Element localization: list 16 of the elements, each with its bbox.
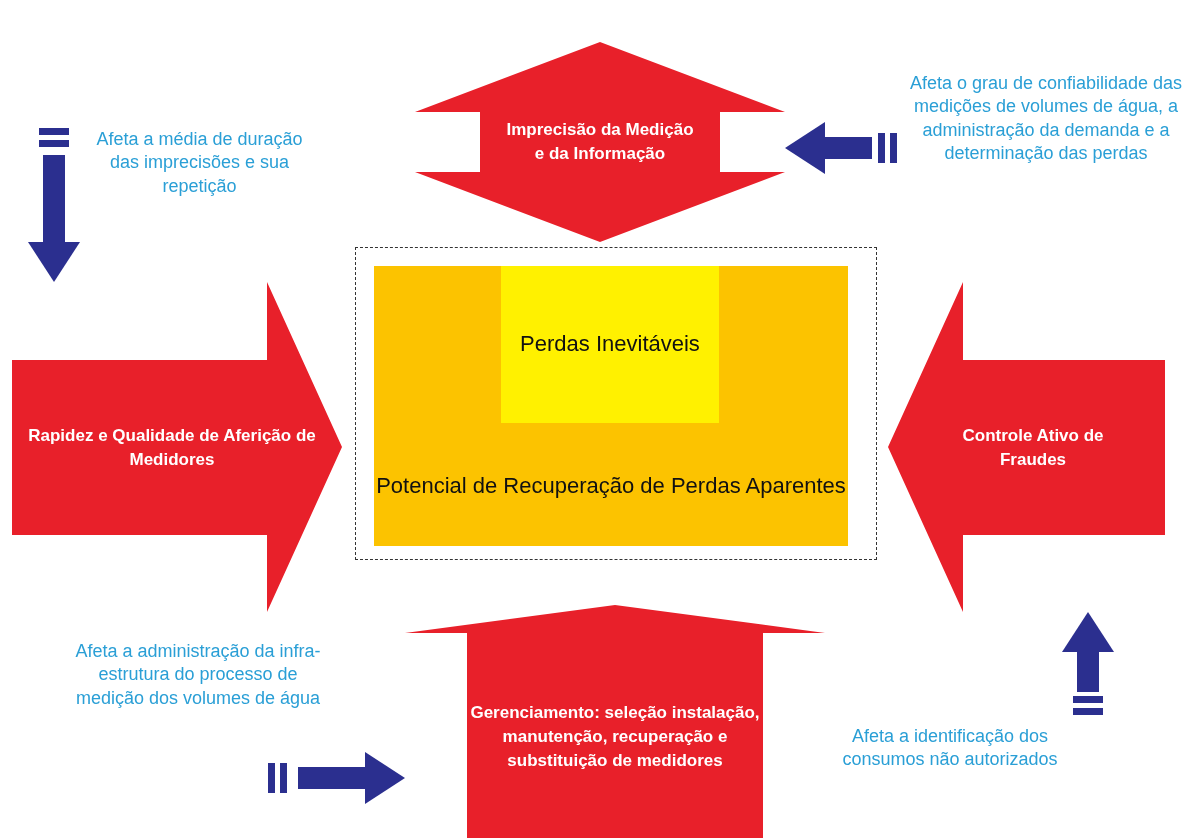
area-box	[374, 266, 848, 546]
area-label: Potencial de Recuperação de Perdas Aparentes	[376, 471, 846, 500]
note-text: Afeta a média de duração das imprecisões e sua repetição	[95, 128, 304, 198]
arrow-label: Controle Ativo de Fraudes	[961, 424, 1105, 471]
area-box	[501, 266, 719, 423]
area-label: Perdas Inevitáveis	[520, 330, 700, 359]
left-arrow-shape	[888, 282, 1165, 612]
arrow-label: Gerenciamento: seleção instalação, manutenção, recuperação e substituição de medidores	[469, 702, 761, 772]
arrow-label: Rapidez e Qualidade de Aferição de Medidores	[27, 424, 317, 471]
dashed-frame	[355, 247, 877, 560]
note-text: Afeta o grau de confiabilidade das medições de volumes de água, a administração da demanda e a determinação das perdas	[908, 72, 1184, 166]
arrow-label: Imprecisão da Medição e da Informação	[505, 119, 695, 165]
note-text: Afeta a identificação dos consumos não autorizados	[841, 725, 1059, 772]
right-arrow-shape	[12, 282, 342, 612]
double-arrow-shape	[415, 42, 785, 242]
note-text: Afeta a administração da infra-estrutura do processo de medição dos volumes de água	[74, 640, 322, 710]
